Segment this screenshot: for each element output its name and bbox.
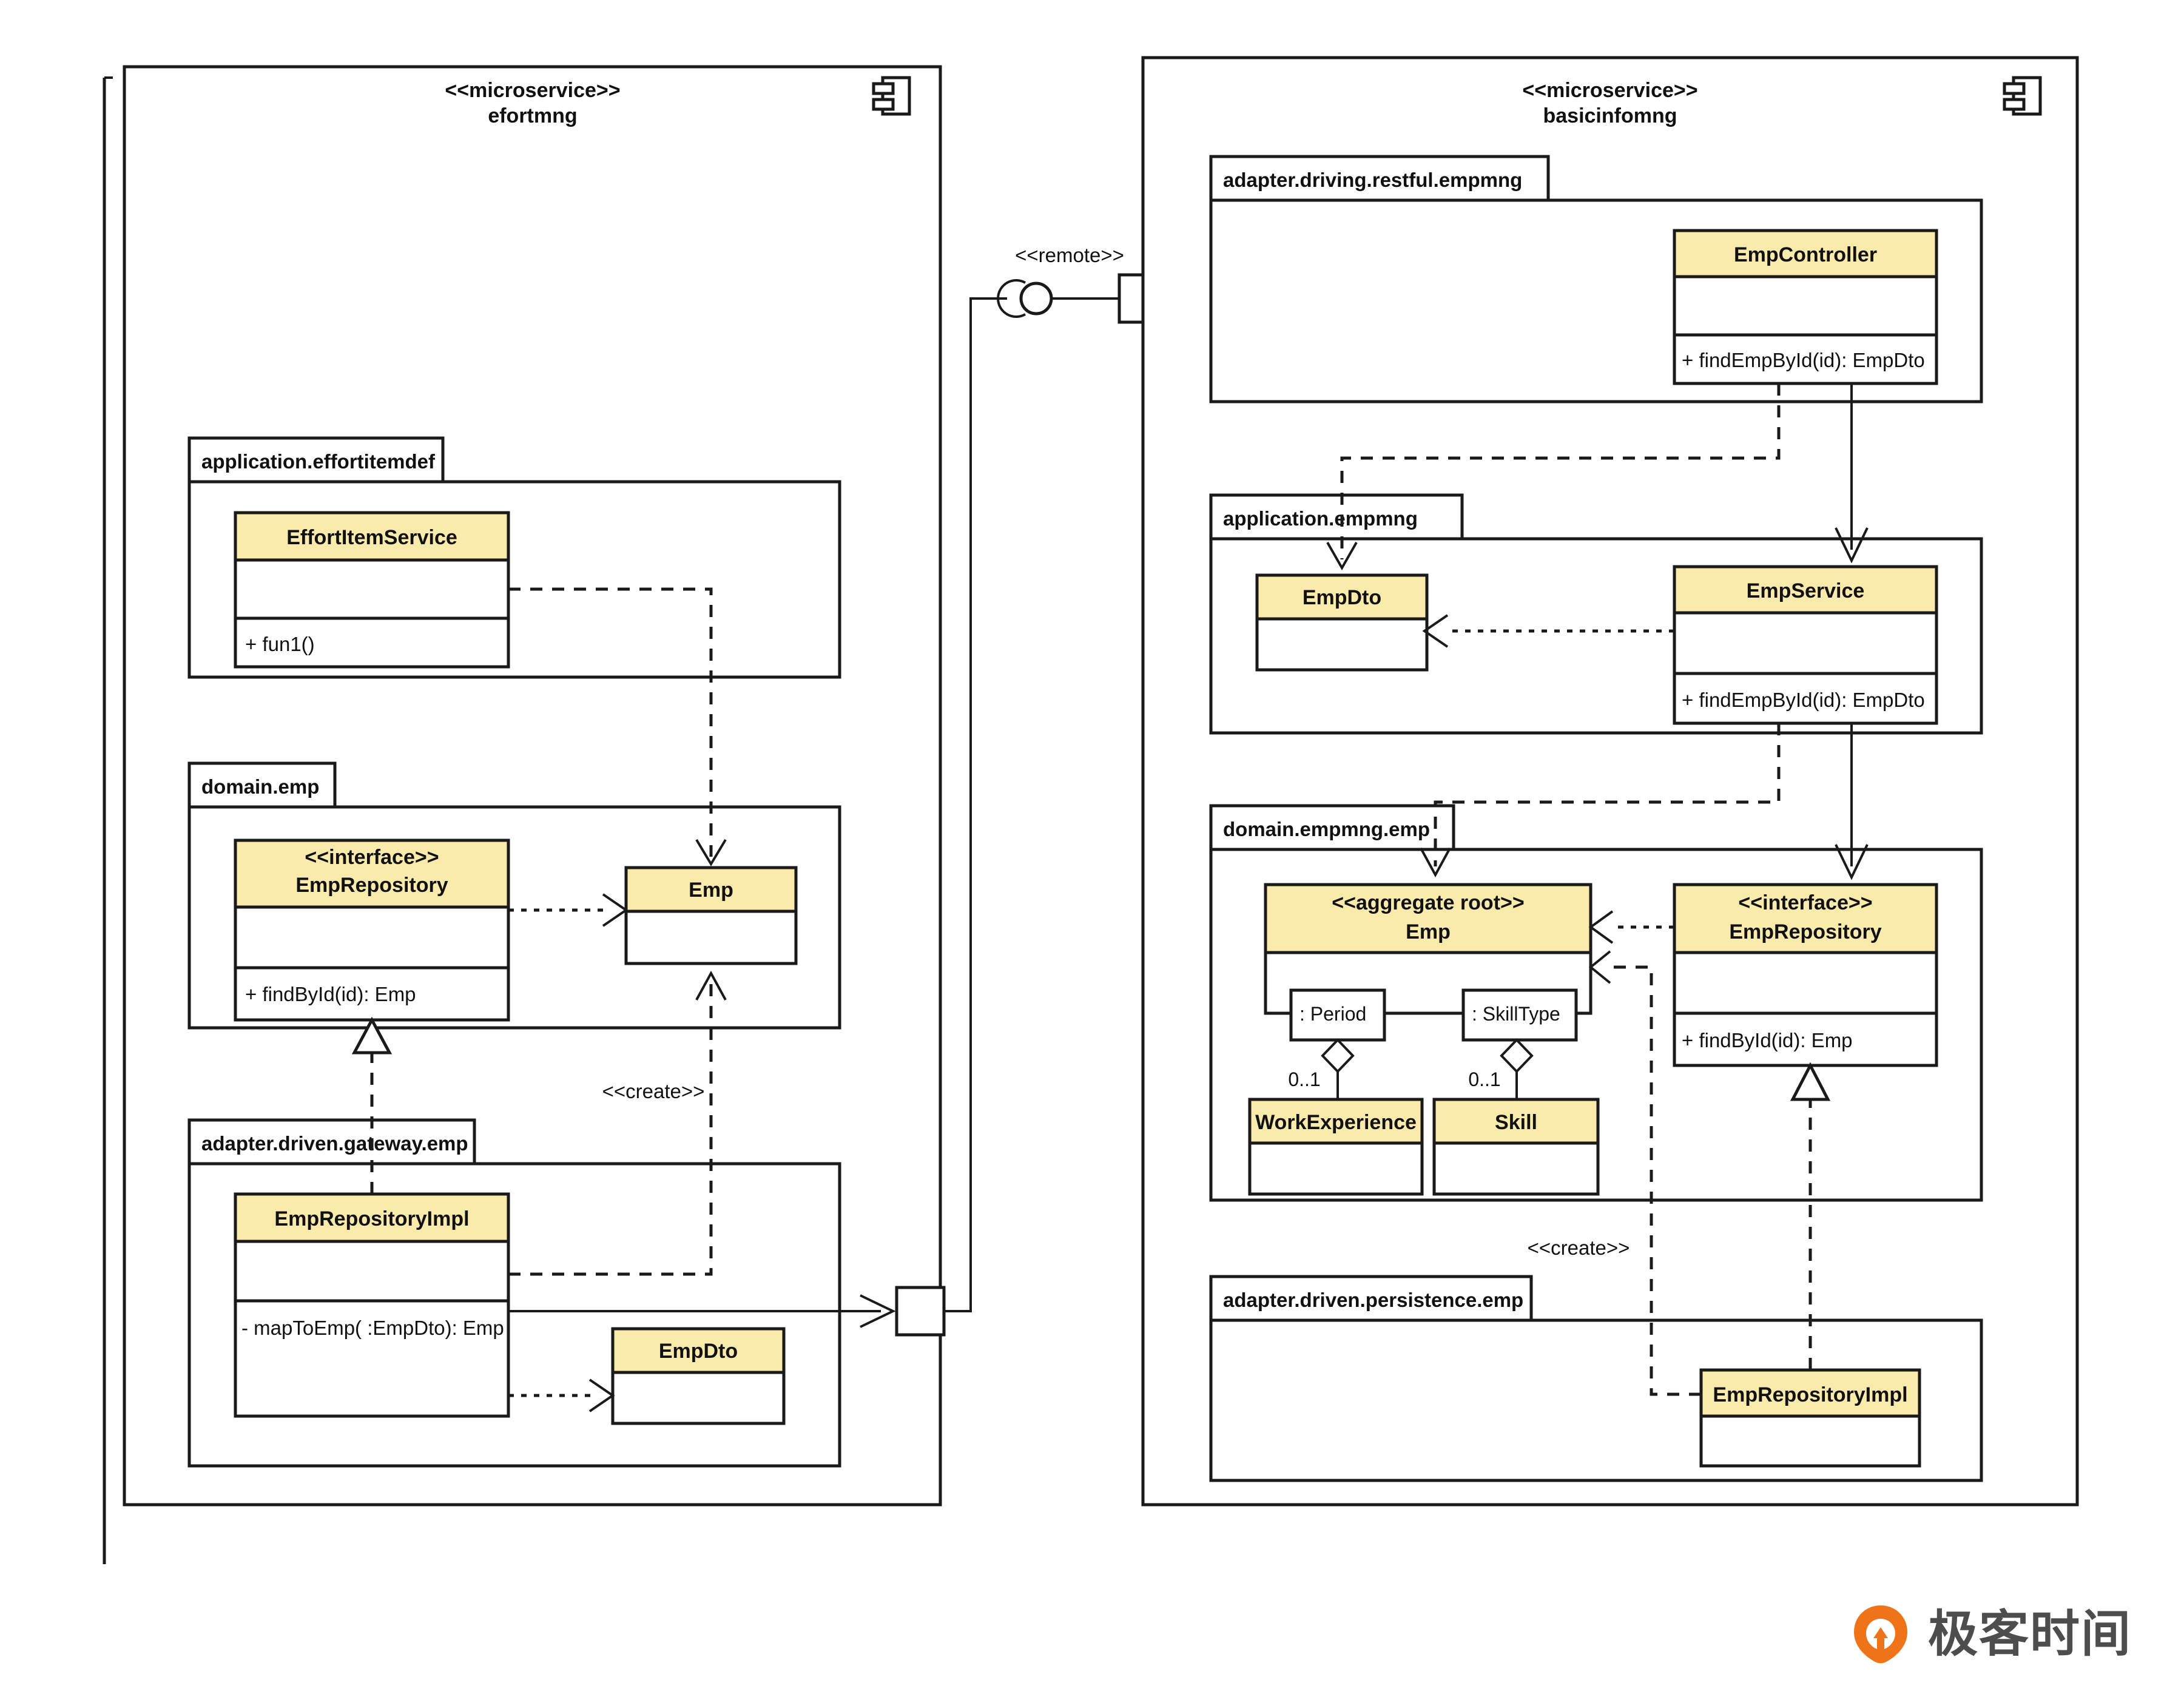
label-create-right: <<create>> <box>1528 1237 1630 1259</box>
package-label-domain-emp: domain.emp <box>201 775 319 798</box>
class-EmpRepository-right[interactable]: <<interface>> EmpRepository + findById(i… <box>1673 883 1938 1067</box>
port-efortmng <box>895 1286 946 1337</box>
class-Emp-aggregate-root[interactable]: <<aggregate root>> Emp <box>1264 883 1592 1015</box>
class-EmpRepositoryImpl-left[interactable]: EmpRepositoryImpl - mapToEmp( :EmpDto): … <box>234 1192 510 1418</box>
arrowhead-emprepository-to-emp-right <box>1588 910 1614 944</box>
arrowhead-create-to-emp <box>695 970 727 1001</box>
class-name-EmpService: EmpService <box>1747 579 1865 602</box>
class-name-EmpDto-left: EmpDto <box>659 1340 738 1363</box>
component-icon <box>872 76 911 116</box>
package-tab-adapter-driving-restful-empmng <box>1209 155 1550 202</box>
package-tab-domain-emp <box>187 761 337 809</box>
label-remote: <<remote>> <box>1015 244 1124 266</box>
agg-diamond-workexperience <box>1321 1038 1355 1073</box>
class-WorkExperience[interactable]: WorkExperience <box>1248 1098 1424 1196</box>
agg-diamond-skill <box>1500 1038 1534 1073</box>
arrowhead-empcontroller-to-empdto <box>1326 542 1358 571</box>
arrowhead-effortitemservice-to-emp <box>695 839 727 866</box>
class-name-WorkExperience: WorkExperience <box>1255 1111 1417 1134</box>
class-name-EffortItemService: EffortItemService <box>286 526 457 549</box>
role-label-skilltype: : SkillType <box>1472 1003 1560 1025</box>
package-label-application-effortitemdef: application.effortitemdef <box>201 450 436 473</box>
class-member-EmpController-0: + findEmpById(id): EmpDto <box>1682 349 1925 371</box>
brand-watermark: 极客时间 <box>1849 1603 2132 1666</box>
class-member-EmpService-0: + findEmpById(id): EmpDto <box>1682 689 1925 711</box>
class-stereotype-EmpRepository-left: <<interface>> <box>305 846 439 869</box>
class-member-EmpRepository-right-0: + findById(id): Emp <box>1682 1029 1853 1051</box>
class-EmpDto-left[interactable]: EmpDto <box>611 1327 786 1425</box>
arrowhead-to-empdto-left <box>588 1378 615 1412</box>
package-tab-application-empmng <box>1209 493 1464 541</box>
class-EmpRepositoryImpl-right[interactable]: EmpRepositoryImpl <box>1699 1368 1921 1468</box>
class-EmpRepository-left[interactable]: <<interface>> EmpRepository + findById(i… <box>234 839 510 1022</box>
class-stereotype-EmpRepository-right: <<interface>> <box>1738 891 1872 914</box>
package-label-domain-empmng-emp: domain.empmng.emp <box>1223 818 1430 840</box>
class-name-EmpDto-right: EmpDto <box>1303 586 1381 609</box>
multiplicity-skill: 0..1 <box>1468 1068 1500 1090</box>
package-label-adapter-driven-gateway-emp: adapter.driven.gateway.emp <box>201 1132 468 1155</box>
dep-empservice-to-emp-agg <box>1434 723 1781 866</box>
class-member-EmpRepository-left-0: + findById(id): Emp <box>245 983 416 1005</box>
package-tab-domain-empmng-emp <box>1209 804 1455 851</box>
package-label-application-empmng: application.empmng <box>1223 507 1418 530</box>
class-name-EmpRepository-right: EmpRepository <box>1729 920 1881 943</box>
microservice-basicinfomng-name: basicinfomng <box>1543 104 1677 127</box>
arrowhead-empcontroller-to-empservice <box>1835 527 1869 564</box>
arrowhead-empservice-to-emp-agg <box>1420 848 1451 878</box>
required-interface-route <box>944 297 1007 1312</box>
brand-name: 极客时间 <box>1927 1605 2132 1663</box>
arrowhead-emprepository-to-emp-left <box>602 893 629 927</box>
class-name-Emp-aggregate: Emp <box>1406 920 1451 943</box>
class-EmpDto-right[interactable]: EmpDto <box>1255 573 1429 672</box>
arrowhead-create-right-to-emp <box>1588 950 1611 984</box>
class-Skill[interactable]: Skill <box>1432 1098 1600 1196</box>
role-label-period: : Period <box>1299 1003 1366 1025</box>
class-name-EmpController: EmpController <box>1734 243 1877 266</box>
class-EffortItemService[interactable]: EffortItemService + fun1() <box>234 511 510 669</box>
class-name-Emp-left: Emp <box>689 879 733 902</box>
class-name-EmpRepositoryImpl-left: EmpRepositoryImpl <box>274 1207 469 1230</box>
class-member-EffortItemService-0: + fun1() <box>245 633 315 655</box>
dep-empcontroller-to-empdto <box>1340 383 1781 559</box>
geektime-logo-icon <box>1849 1603 1912 1666</box>
triangle-emprepositoryimpl-to-emprepository-left <box>351 1016 393 1055</box>
class-name-EmpRepository-left: EmpRepository <box>295 874 448 897</box>
arrowhead-empservice-to-empdto <box>1422 614 1449 648</box>
triangle-emprepositoryimpl-to-emprepository-right <box>1790 1062 1831 1101</box>
class-member-EmpRepositoryImpl-left-0: - mapToEmp( :EmpDto): Emp <box>241 1317 504 1339</box>
multiplicity-workexperience: 0..1 <box>1288 1068 1320 1090</box>
class-name-EmpRepositoryImpl-right: EmpRepositoryImpl <box>1713 1383 1907 1406</box>
dep-create-emprepositoryimpl-to-emp <box>508 983 713 1276</box>
socket-arc <box>997 279 1026 318</box>
class-EmpService[interactable]: EmpService + findEmpById(id): EmpDto <box>1673 565 1938 725</box>
arrowhead-empservice-to-emprepository <box>1835 844 1869 880</box>
label-create-left: <<create>> <box>602 1080 705 1102</box>
class-Emp-left[interactable]: Emp <box>624 866 798 965</box>
package-label-adapter-driven-persistence-emp: adapter.driven.persistence.emp <box>1223 1289 1523 1311</box>
class-name-Skill: Skill <box>1495 1111 1537 1134</box>
arrowhead-to-port-efortmng <box>860 1294 896 1328</box>
component-icon-right <box>2003 76 2042 116</box>
microservice-efortmng-name: efortmng <box>488 104 577 127</box>
microservice-basicinfomng-stereotype: <<microservice>> <box>1522 79 1697 102</box>
package-tab-application-effortitemdef <box>187 436 445 484</box>
class-stereotype-Emp-aggregate: <<aggregate root>> <box>1332 891 1524 914</box>
provided-interface-ball <box>1019 282 1053 316</box>
microservice-efortmng-stereotype: <<microservice>> <box>445 79 620 102</box>
class-EmpController[interactable]: EmpController + findEmpById(id): EmpDto <box>1673 229 1938 385</box>
package-label-adapter-driving-restful-empmng: adapter.driving.restful.empmng <box>1223 169 1522 191</box>
dep-create-emprepositoryimpl-right-to-emp <box>1614 965 1701 1396</box>
role-box-skilltype <box>1461 988 1578 1042</box>
dep-effortitemservice-to-emp <box>508 587 713 857</box>
